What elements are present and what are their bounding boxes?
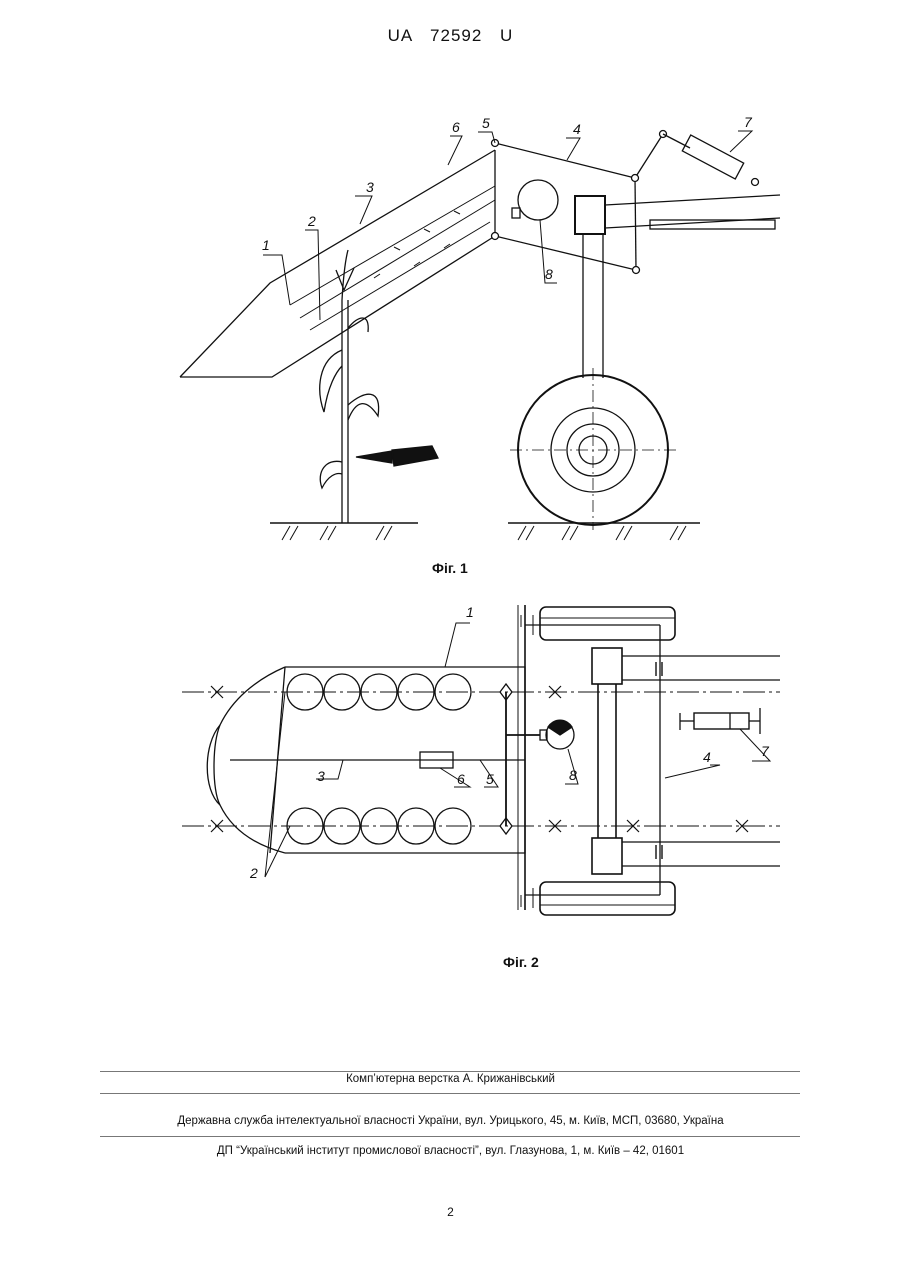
fig2-label-7: 7	[761, 743, 770, 759]
footer-rule-top	[100, 1071, 800, 1072]
hydraulic-motor-top	[540, 720, 574, 749]
agency-address: Державна служба інтелектуальної власност…	[0, 1115, 901, 1127]
hydraulic-cylinder-top	[680, 708, 760, 734]
footer-rule-bottom	[100, 1136, 800, 1137]
row-markers	[211, 686, 748, 832]
header-outline	[207, 667, 525, 853]
fig2-label-5: 5	[486, 771, 494, 787]
institute-address: ДП “Український інститут промислової вла…	[0, 1145, 901, 1157]
tractor-chassis	[518, 605, 780, 915]
footer-rule-middle	[100, 1093, 800, 1094]
figure-2-top-view: 1 2 3 4 5 6 7 8	[0, 0, 901, 960]
fig2-label-8: 8	[569, 767, 577, 783]
figure-2-caption: Фіг. 2	[503, 954, 539, 970]
fig2-label-4: 4	[703, 749, 711, 765]
fig2-label-1: 1	[466, 604, 474, 620]
fig2-label-2: 2	[249, 865, 258, 881]
drive-shaft	[500, 684, 540, 834]
layout-credit: Комп’ютерна верстка А. Крижанівський	[0, 1073, 901, 1085]
fig2-label-6: 6	[457, 771, 465, 787]
fig2-label-3: 3	[317, 768, 325, 784]
row-axis-lines	[182, 692, 780, 826]
page-number: 2	[0, 1205, 901, 1219]
